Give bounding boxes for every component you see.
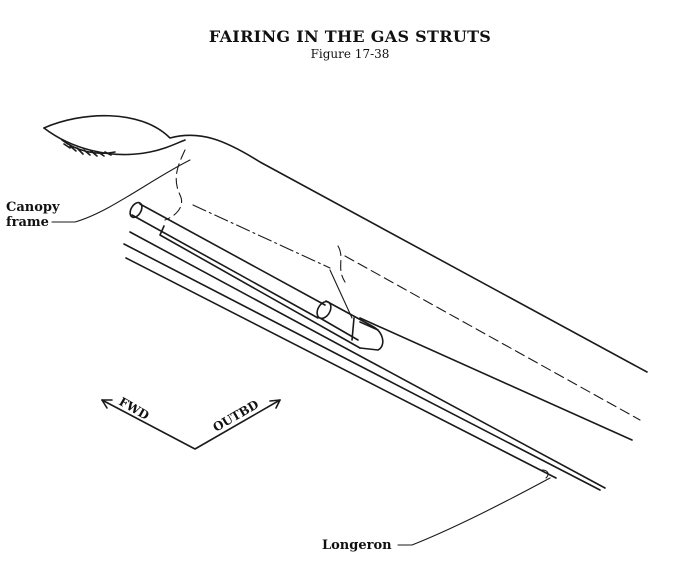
gas-strut-cylinder — [131, 203, 326, 319]
figure-title: FAIRING IN THE GAS STRUTS — [208, 27, 492, 46]
longeron-rail-upper — [129, 231, 606, 489]
canopy-frame-lower-edge — [359, 317, 633, 441]
canopy-frame-leader — [51, 159, 191, 223]
longeron-leader — [397, 477, 551, 546]
canopy-seal-hatch — [61, 139, 116, 157]
direction-arrows — [101, 399, 281, 450]
canopy-frame-label: Canopy frame — [6, 200, 60, 230]
longeron-rail-middle — [123, 243, 601, 491]
canopy-frame-centerline — [192, 204, 331, 269]
canopy-skin-fold — [43, 127, 186, 156]
gas-strut-rod-outline — [159, 225, 361, 349]
strut-bracket-leader — [329, 269, 353, 319]
longeron-tick — [541, 469, 549, 479]
strut-bracket-hidden-line — [337, 245, 346, 283]
canopy-skin-upper-edge — [43, 114, 648, 373]
canopy-frame-label-line2: frame — [6, 215, 49, 230]
canopy-frame-label-line1: Canopy — [6, 200, 60, 215]
fwd-arrowhead — [101, 399, 113, 409]
canopy-frame-hidden-line — [164, 149, 186, 221]
canopy-frame-rear-line — [344, 255, 641, 421]
figure-number: Figure 17-38 — [310, 47, 390, 61]
gas-strut-end-fitting — [351, 317, 379, 341]
longeron-label: Longeron — [322, 538, 392, 553]
outbd-arrowhead — [269, 399, 281, 409]
gas-strut-end-cap — [129, 201, 143, 219]
longeron-rail-lower — [125, 257, 557, 479]
fwd-label: FWD — [117, 394, 152, 422]
